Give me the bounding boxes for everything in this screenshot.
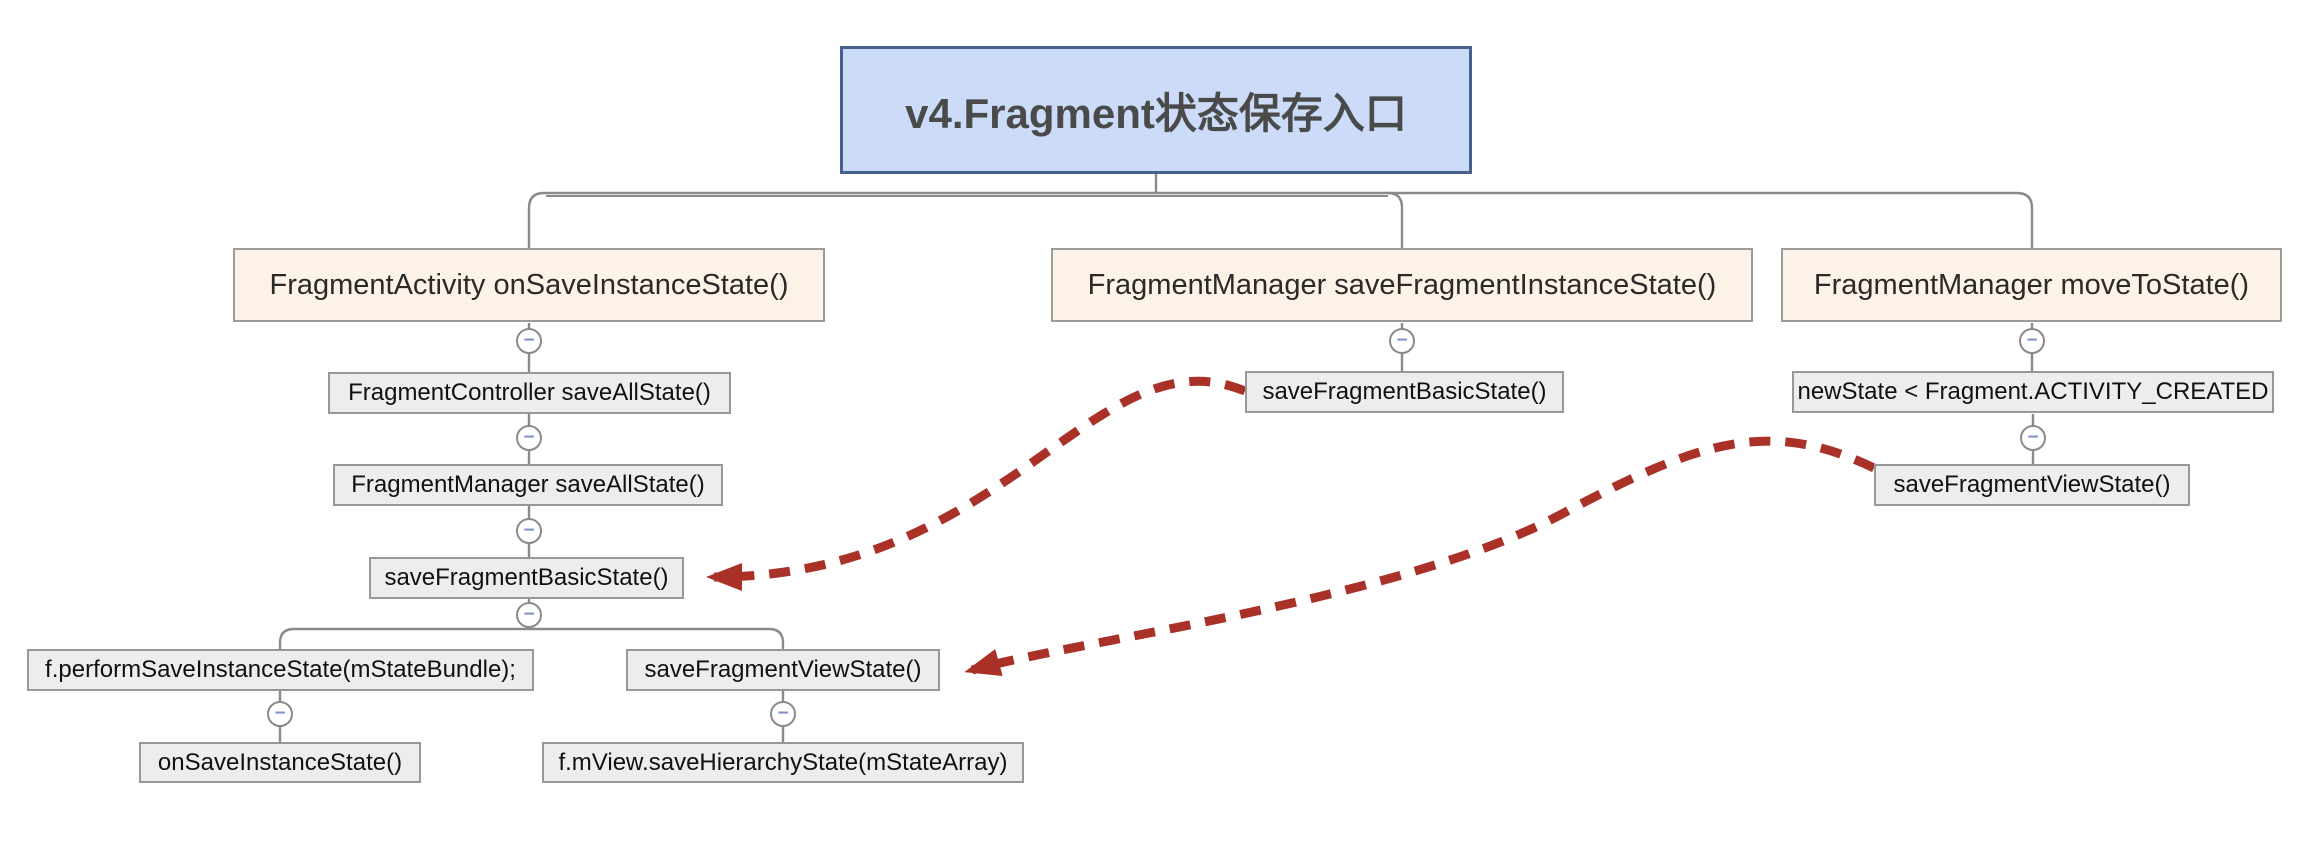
node-fragmentmanager-movetostate[interactable]: FragmentManager moveToState() (1781, 248, 2282, 322)
tree-bus-main (527, 191, 2034, 250)
node-performsaveinstancestate[interactable]: f.performSaveInstanceState(mStateBundle)… (27, 649, 534, 691)
collapse-toggle-icon[interactable]: − (267, 701, 293, 727)
node-savefragmentviewstate-right[interactable]: saveFragmentViewState() (1874, 464, 2190, 506)
node-onsaveinstancestate[interactable]: onSaveInstanceState() (139, 742, 421, 783)
node-fragmentcontroller-saveallstate[interactable]: FragmentController saveAllState() (328, 372, 731, 414)
node-savefragmentbasicstate-middle[interactable]: saveFragmentBasicState() (1245, 371, 1564, 413)
collapse-toggle-icon[interactable]: − (770, 701, 796, 727)
collapse-toggle-icon[interactable]: − (516, 518, 542, 544)
reference-curve-basic-state (706, 376, 1247, 591)
reference-curve-view-state (964, 436, 1876, 677)
collapse-toggle-icon[interactable]: − (2019, 328, 2045, 354)
node-savehierarchystate[interactable]: f.mView.saveHierarchyState(mStateArray) (542, 742, 1024, 783)
collapse-toggle-icon[interactable]: − (1389, 328, 1415, 354)
node-fragmentactivity-onsaveinstancestate[interactable]: FragmentActivity onSaveInstanceState() (233, 248, 825, 322)
node-fragmentmanager-saveallstate[interactable]: FragmentManager saveAllState() (333, 464, 723, 506)
tree-bus-sub (278, 627, 785, 650)
node-root-title[interactable]: v4.Fragment状态保存入口 (840, 46, 1472, 174)
collapse-toggle-icon[interactable]: − (516, 602, 542, 628)
node-fragmentmanager-savefragmentinstancestate[interactable]: FragmentManager saveFragmentInstanceStat… (1051, 248, 1753, 322)
node-newstate-condition[interactable]: newState < Fragment.ACTIVITY_CREATED (1792, 371, 2274, 413)
collapse-toggle-icon[interactable]: − (516, 425, 542, 451)
collapse-toggle-icon[interactable]: − (2020, 425, 2046, 451)
collapse-toggle-icon[interactable]: − (516, 328, 542, 354)
node-savefragmentviewstate-left[interactable]: saveFragmentViewState() (626, 649, 940, 691)
tree-connector-middle-elbow (1387, 191, 1404, 250)
node-savefragmentbasicstate-left[interactable]: saveFragmentBasicState() (369, 557, 684, 599)
